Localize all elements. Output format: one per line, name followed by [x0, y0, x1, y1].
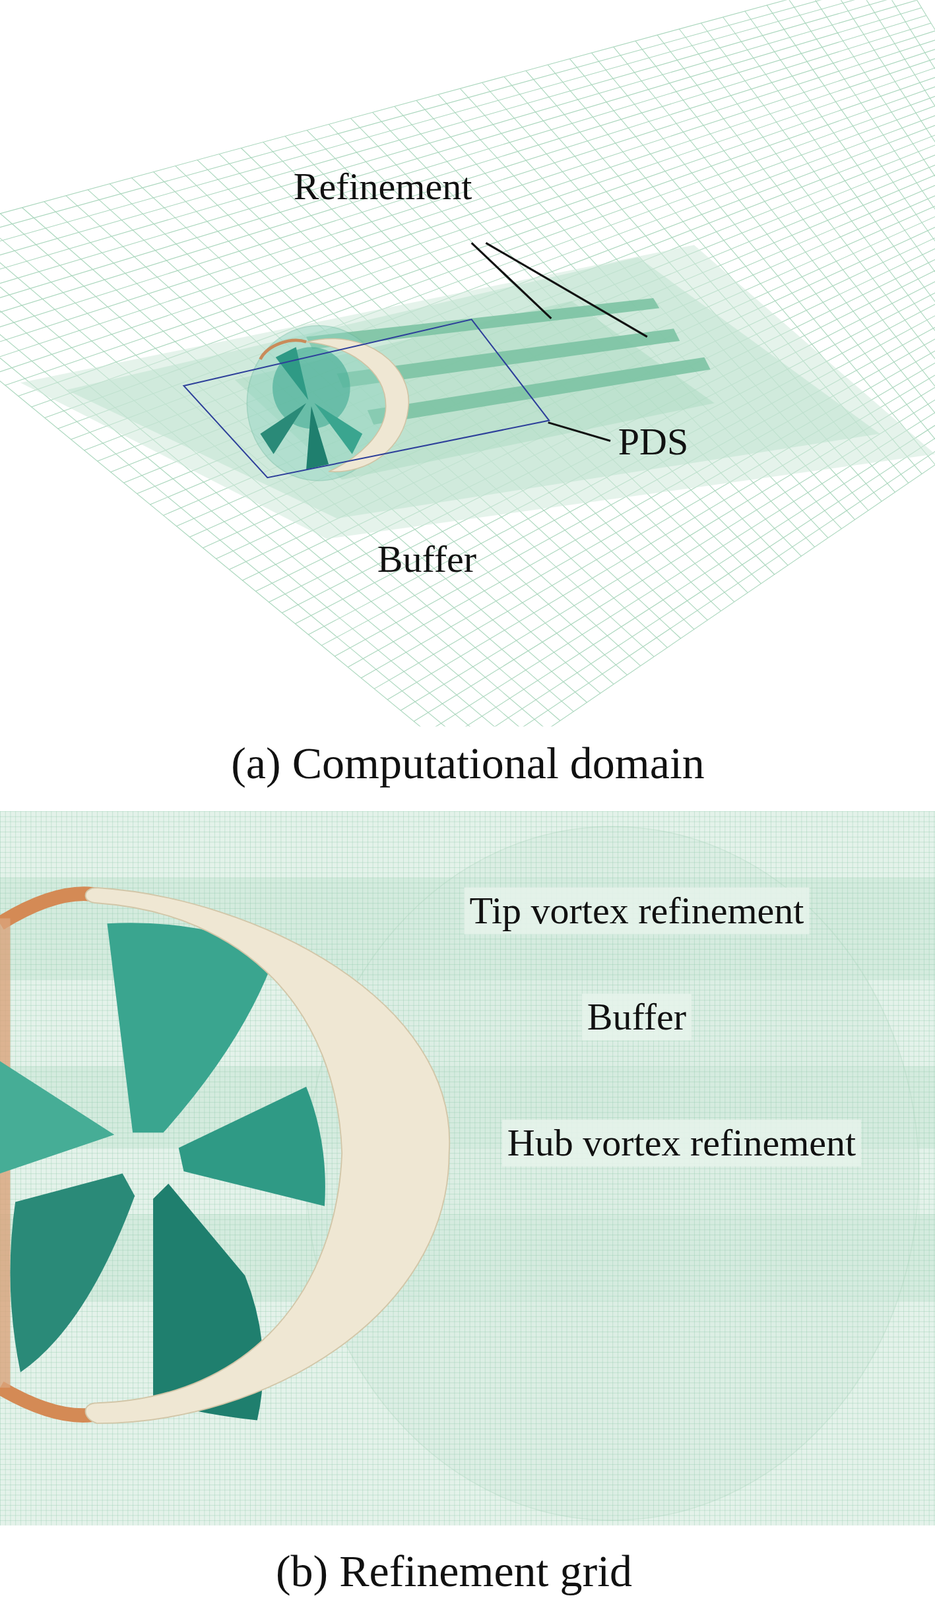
- leader-lines: [471, 242, 648, 441]
- grid-line: [854, 0, 935, 355]
- plane-label: PDS: [618, 420, 689, 465]
- grid-line: [0, 15, 927, 321]
- grid-line: [0, 0, 903, 266]
- grid-line: [810, 0, 935, 374]
- grid-line: [0, 23, 932, 332]
- grid-line: [0, 0, 918, 299]
- grid-line: [0, 0, 908, 278]
- panel-caption: (a) Computational domain: [230, 737, 705, 790]
- region-label: Refinement: [293, 164, 473, 210]
- refinement-grid: [0, 811, 935, 1527]
- panel-caption: (b) Refinement grid: [275, 1546, 633, 1598]
- grid-line: [0, 0, 899, 256]
- grid-line: [876, 0, 935, 346]
- grid-line: [832, 0, 935, 365]
- grid-line: [0, 53, 935, 375]
- region-label: Buffer: [377, 537, 477, 582]
- region-label: Hub vortex refinement: [502, 1120, 862, 1168]
- refinement-zones: [20, 244, 935, 540]
- domain-grid: [0, 0, 935, 727]
- grid-line: [788, 0, 935, 383]
- grid-line: [898, 0, 935, 337]
- pds-plane: [183, 319, 549, 478]
- region-label: Buffer: [581, 994, 692, 1042]
- region-label: Tip vortex refinement: [464, 888, 810, 935]
- ducted-propeller: [246, 325, 409, 482]
- grid-line: [0, 7, 922, 310]
